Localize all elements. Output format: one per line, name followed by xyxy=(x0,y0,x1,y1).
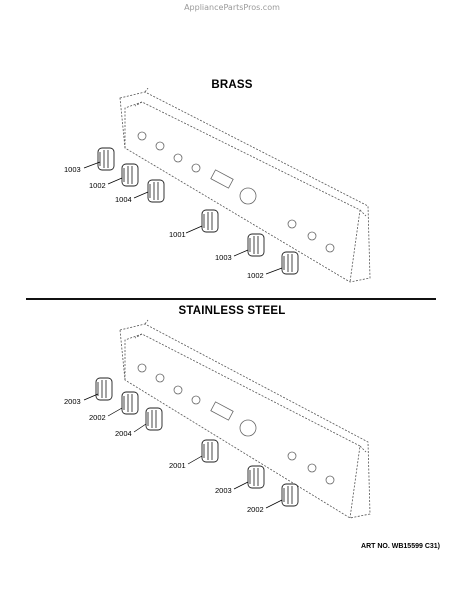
knob-icon xyxy=(201,209,219,233)
watermark: AppliancePartsPros.com xyxy=(184,3,280,12)
knob-icon xyxy=(247,465,265,489)
part-label: 2004 xyxy=(115,429,132,438)
knob-icon xyxy=(147,179,165,203)
section-title-brass: BRASS xyxy=(211,79,253,91)
panel-holes xyxy=(137,363,335,485)
knob-icon xyxy=(121,391,139,415)
knob-icon xyxy=(97,147,115,171)
leader-lines xyxy=(83,161,283,275)
knob-icon xyxy=(201,439,219,463)
knob-icon xyxy=(145,407,163,431)
part-label: 2003 xyxy=(215,486,232,495)
part-label: 2002 xyxy=(89,413,106,422)
art-number: ART NO. WB15599 C31) xyxy=(361,543,440,550)
stainless-steel-control-panel-diagram: 2003 2002 2004 2001 2003 2002 xyxy=(64,319,371,519)
part-label: 1001 xyxy=(169,230,186,239)
part-label: 1002 xyxy=(247,271,264,280)
part-label: 1003 xyxy=(215,253,232,262)
section-title-stainless-steel: STAINLESS STEEL xyxy=(178,305,286,317)
part-label: 2003 xyxy=(64,397,81,406)
part-label: 1002 xyxy=(89,181,106,190)
knob-icon xyxy=(247,233,265,257)
leader-lines xyxy=(83,393,283,509)
section-divider xyxy=(26,298,436,300)
part-label: 2002 xyxy=(247,505,264,514)
knob-icon xyxy=(121,163,139,187)
part-label: 1003 xyxy=(64,165,81,174)
part-label: 1004 xyxy=(115,195,132,204)
part-label: 2001 xyxy=(169,461,186,470)
knob-icon xyxy=(95,377,113,401)
brass-control-panel-diagram: 1003 1002 1004 1001 1003 1002 xyxy=(64,88,371,283)
knob-icon xyxy=(281,483,299,507)
control-panel-outline xyxy=(119,319,371,519)
control-panel-outline xyxy=(119,88,371,283)
knob-icon xyxy=(281,251,299,275)
panel-holes xyxy=(137,131,335,253)
